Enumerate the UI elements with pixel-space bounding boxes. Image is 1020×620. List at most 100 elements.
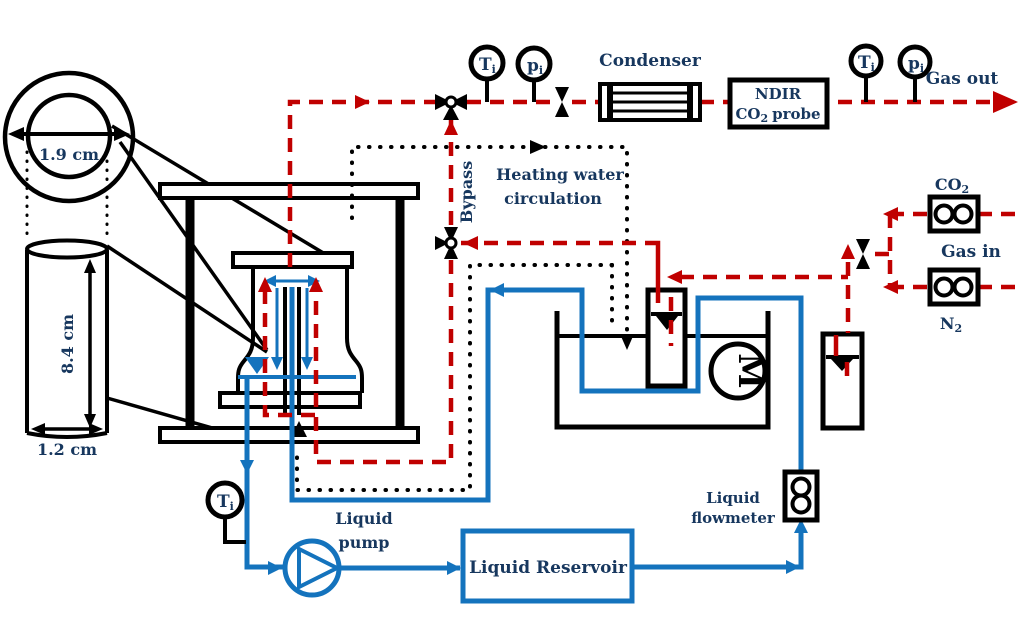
instrument-tag: pi bbox=[908, 54, 924, 75]
arrow-left-icon bbox=[8, 127, 24, 141]
flow-right-arrow-icon bbox=[268, 561, 282, 575]
valve-wedge bbox=[856, 239, 870, 254]
instrument-bubble bbox=[897, 44, 933, 80]
flow-up-arrow-icon bbox=[258, 277, 272, 292]
annulus-gas-lines bbox=[262, 290, 319, 418]
heating-label-line2: circulation bbox=[504, 189, 602, 208]
flow-right-arrow-icon bbox=[786, 560, 800, 574]
instrument-bubble bbox=[515, 45, 553, 83]
pressure-indicator-1: pi bbox=[515, 45, 553, 102]
gas-inlet-arrow-icon bbox=[291, 421, 307, 437]
saturator-dip-tube bbox=[646, 240, 661, 303]
motor-label: M bbox=[731, 353, 769, 388]
valve-gas-outlet bbox=[555, 87, 569, 117]
instrument-bubble bbox=[205, 480, 245, 520]
flowmeter-ball-bottom bbox=[790, 493, 812, 515]
arrow-down-icon bbox=[84, 414, 96, 428]
frame-bottom-plate bbox=[158, 426, 420, 444]
arrow-right-icon bbox=[89, 423, 103, 435]
valve-wedge bbox=[856, 254, 870, 269]
jacket-right-wall bbox=[345, 267, 364, 393]
valve-gas-inlet bbox=[856, 239, 870, 269]
stirrer-motor bbox=[708, 341, 768, 401]
co2-label: CO2 bbox=[935, 175, 969, 196]
falling-film-column bbox=[158, 182, 420, 444]
flow-left-arrow-icon bbox=[883, 280, 898, 294]
pump-label-line2: pump bbox=[339, 533, 390, 552]
jacket-left-wall bbox=[236, 267, 255, 393]
instrument-tag: Ti bbox=[479, 55, 496, 76]
bubbler-vessel bbox=[820, 331, 865, 431]
meter-dial-icon bbox=[952, 276, 974, 298]
column-feed-line bbox=[313, 260, 454, 465]
flow-right-arrow-icon bbox=[355, 95, 370, 109]
ndir-label-line1: NDIR bbox=[755, 85, 802, 103]
tube-side-view: 8.4 cm 1.2 cm bbox=[25, 238, 109, 459]
gas-out-arrow-icon bbox=[993, 91, 1018, 113]
valve-hub bbox=[444, 236, 458, 250]
column-outlet-line bbox=[287, 99, 435, 267]
labels: Condenser Gas out CO2 Gas in N2 Bypass H… bbox=[335, 51, 1001, 578]
flow-up-arrow-icon bbox=[444, 120, 458, 135]
cylinder-bottom bbox=[26, 431, 108, 439]
saturator-body bbox=[645, 287, 688, 389]
valve-wedge bbox=[444, 244, 458, 259]
flow-left-arrow-icon bbox=[463, 236, 478, 250]
gas-circuit bbox=[258, 91, 1020, 465]
diameter-label: 1.9 cm bbox=[39, 145, 99, 164]
condenser-label: Condenser bbox=[599, 51, 702, 71]
valve-wedge bbox=[443, 105, 459, 120]
n2-label: N2 bbox=[940, 314, 962, 335]
gas-in-label: Gas in bbox=[941, 242, 1001, 262]
instrument-tag: pi bbox=[527, 56, 543, 77]
valve-hub bbox=[444, 95, 458, 109]
gas-out-label: Gas out bbox=[926, 69, 999, 89]
gas-junction-line bbox=[875, 214, 893, 287]
flow-down-arrow-icon bbox=[240, 460, 254, 474]
bath-walls bbox=[554, 311, 771, 430]
instrument-bubble bbox=[848, 43, 884, 79]
pressure-indicator-2: pi bbox=[897, 44, 933, 102]
valve-wedge bbox=[555, 102, 569, 117]
arrow-up-icon bbox=[84, 259, 96, 273]
outer-tube-circle bbox=[2, 70, 136, 204]
level-symbol-icon bbox=[656, 316, 678, 330]
reservoir-label: Liquid Reservoir bbox=[469, 558, 628, 578]
flow-left-arrow-icon bbox=[667, 270, 682, 284]
saturator-column bbox=[645, 287, 688, 389]
flowmeter-label-line2: flowmeter bbox=[691, 509, 776, 527]
arrow-left-icon bbox=[31, 423, 45, 435]
flow-left-arrow-icon bbox=[490, 283, 504, 297]
flow-up-arrow-icon bbox=[309, 277, 323, 292]
valve-wedge bbox=[435, 94, 451, 110]
bypass-label: Bypass bbox=[457, 161, 476, 223]
instrument-tag: Ti bbox=[217, 492, 234, 513]
cylinder-top bbox=[25, 238, 109, 260]
valve-wedge bbox=[451, 94, 467, 110]
liquid-flowmeter bbox=[782, 469, 820, 523]
flow-right-arrow-icon bbox=[530, 140, 546, 154]
liquid-reservoir bbox=[460, 528, 635, 604]
spill-right-arrow-icon bbox=[308, 275, 320, 287]
heating-label-line1: Heating water bbox=[496, 165, 624, 184]
flowmeter-label-line1: Liquid bbox=[706, 489, 760, 507]
meter-dial-icon bbox=[952, 203, 974, 225]
height-label: 8.4 cm bbox=[58, 314, 77, 374]
pump-impeller-icon bbox=[297, 545, 342, 591]
temperature-indicator-1: Ti bbox=[468, 44, 506, 102]
flow-up-arrow-icon bbox=[841, 244, 855, 259]
flow-right-arrow-icon bbox=[447, 561, 461, 575]
instrument-tag: Ti bbox=[858, 53, 875, 74]
spill-left-arrow-icon bbox=[264, 275, 276, 287]
pump-label-line1: Liquid bbox=[335, 509, 392, 528]
ndir-box bbox=[727, 77, 830, 130]
width-label: 1.2 cm bbox=[37, 440, 97, 459]
valve-wedge bbox=[435, 236, 449, 250]
column-top-plate bbox=[231, 251, 354, 269]
valve-wedge bbox=[444, 227, 458, 242]
three-way-valve-top bbox=[435, 94, 467, 120]
water-bath: M bbox=[554, 311, 771, 430]
flow-left-arrow-icon bbox=[883, 207, 898, 221]
